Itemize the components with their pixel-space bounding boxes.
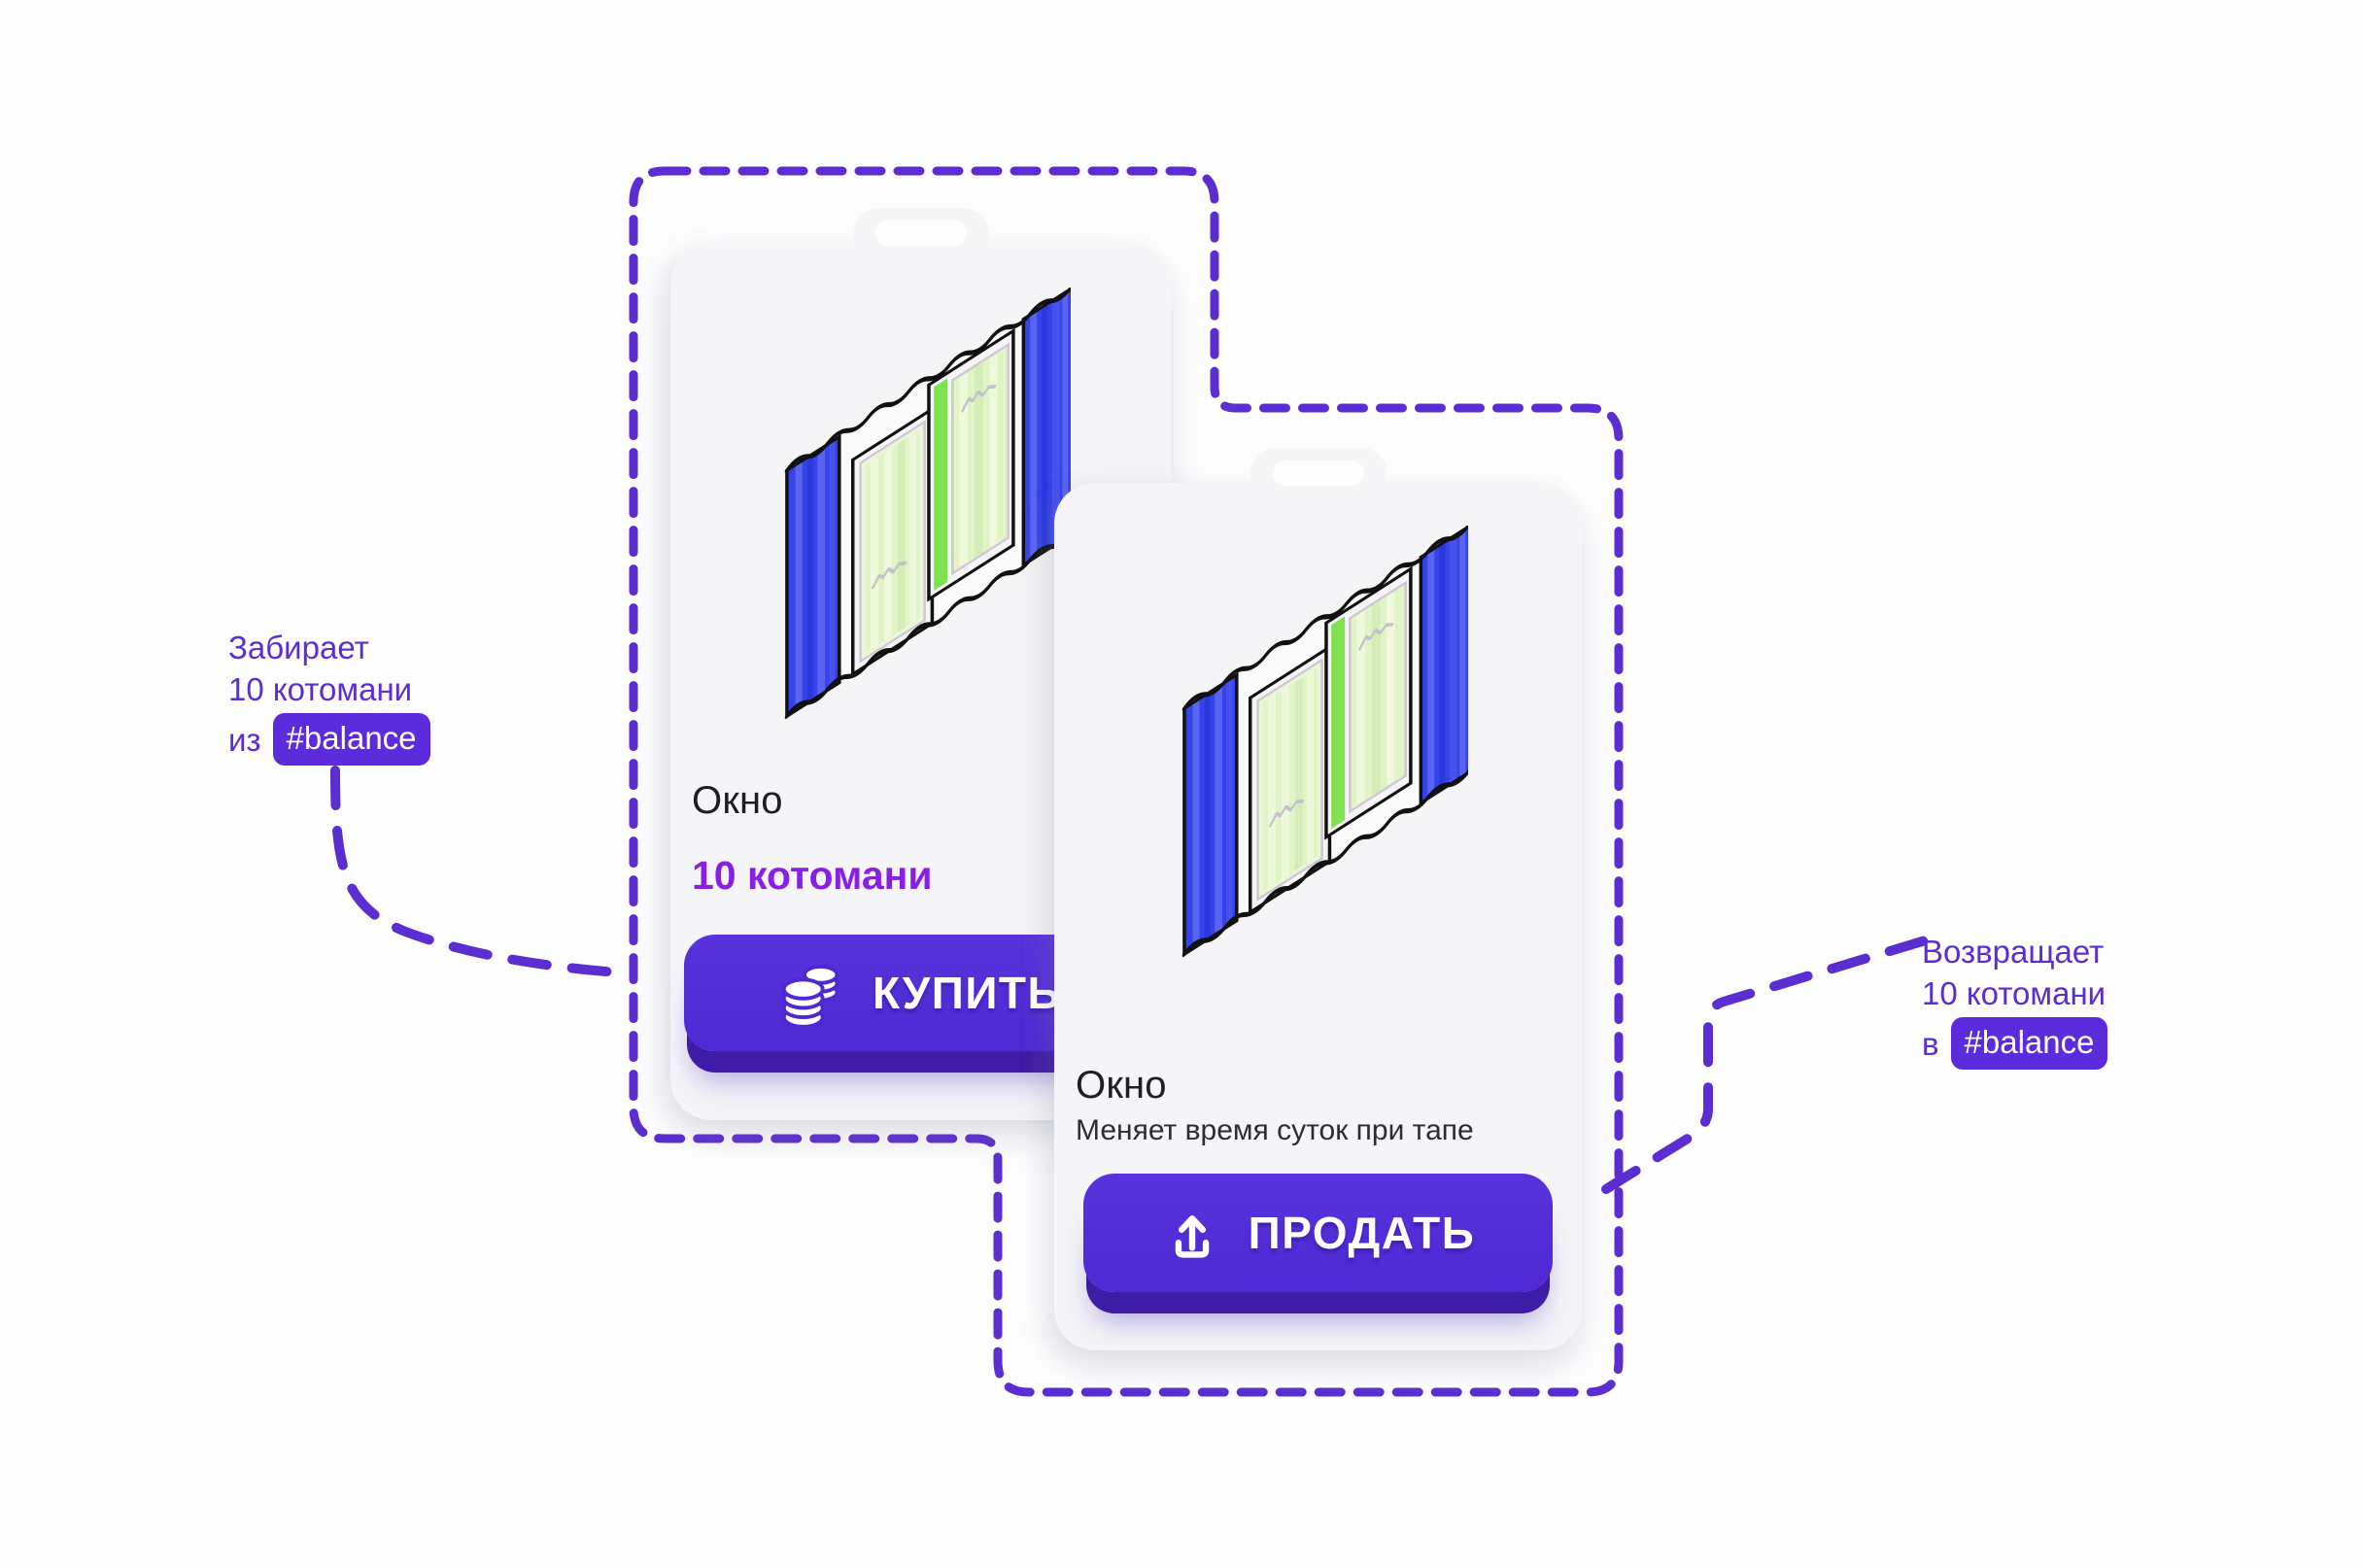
- window-illustration: [773, 288, 1071, 727]
- balance-badge: #balance: [1950, 1017, 2108, 1070]
- sell-button-label: ПРОДАТЬ: [1248, 1208, 1476, 1258]
- card-title: Окно: [692, 779, 783, 822]
- buy-button-label: КУПИТЬ: [872, 968, 1062, 1018]
- annotation-line: Возвращает: [1922, 934, 2105, 970]
- connector-take: [330, 766, 636, 978]
- hang-tab-hole: [1272, 460, 1364, 486]
- hang-tab-hole: [874, 221, 967, 246]
- card-description: Меняет время суток при тапе: [1076, 1114, 1474, 1146]
- shop-card-sell: Окно Меняет время суток при тапе ПРОДАТЬ: [1054, 448, 1582, 1350]
- upload-icon: [1175, 1215, 1209, 1258]
- annotation-return: Возвращает 10 котомани в #balance: [1922, 931, 2108, 1070]
- annotation-prefix: из: [228, 721, 261, 758]
- coins-icon: [781, 965, 839, 1029]
- card-title: Окно: [1076, 1064, 1167, 1107]
- card-price: 10 котомани: [692, 853, 933, 898]
- hang-tab: [852, 208, 989, 276]
- connector-return: [1601, 934, 1936, 1194]
- hang-tab: [1250, 448, 1387, 516]
- annotation-line: Забирает: [228, 630, 369, 665]
- cards-dashed-outline: [629, 166, 1624, 1397]
- annotation-take: Забирает 10 котомани из #balance: [228, 627, 430, 766]
- balance-badge: #balance: [272, 713, 430, 766]
- annotation-prefix: в: [1922, 1025, 1939, 1062]
- sell-button[interactable]: ПРОДАТЬ: [1083, 1174, 1553, 1292]
- annotation-line: 10 котомани: [228, 671, 413, 707]
- annotation-line: 10 котомани: [1922, 975, 2106, 1011]
- window-illustration: [1171, 526, 1468, 965]
